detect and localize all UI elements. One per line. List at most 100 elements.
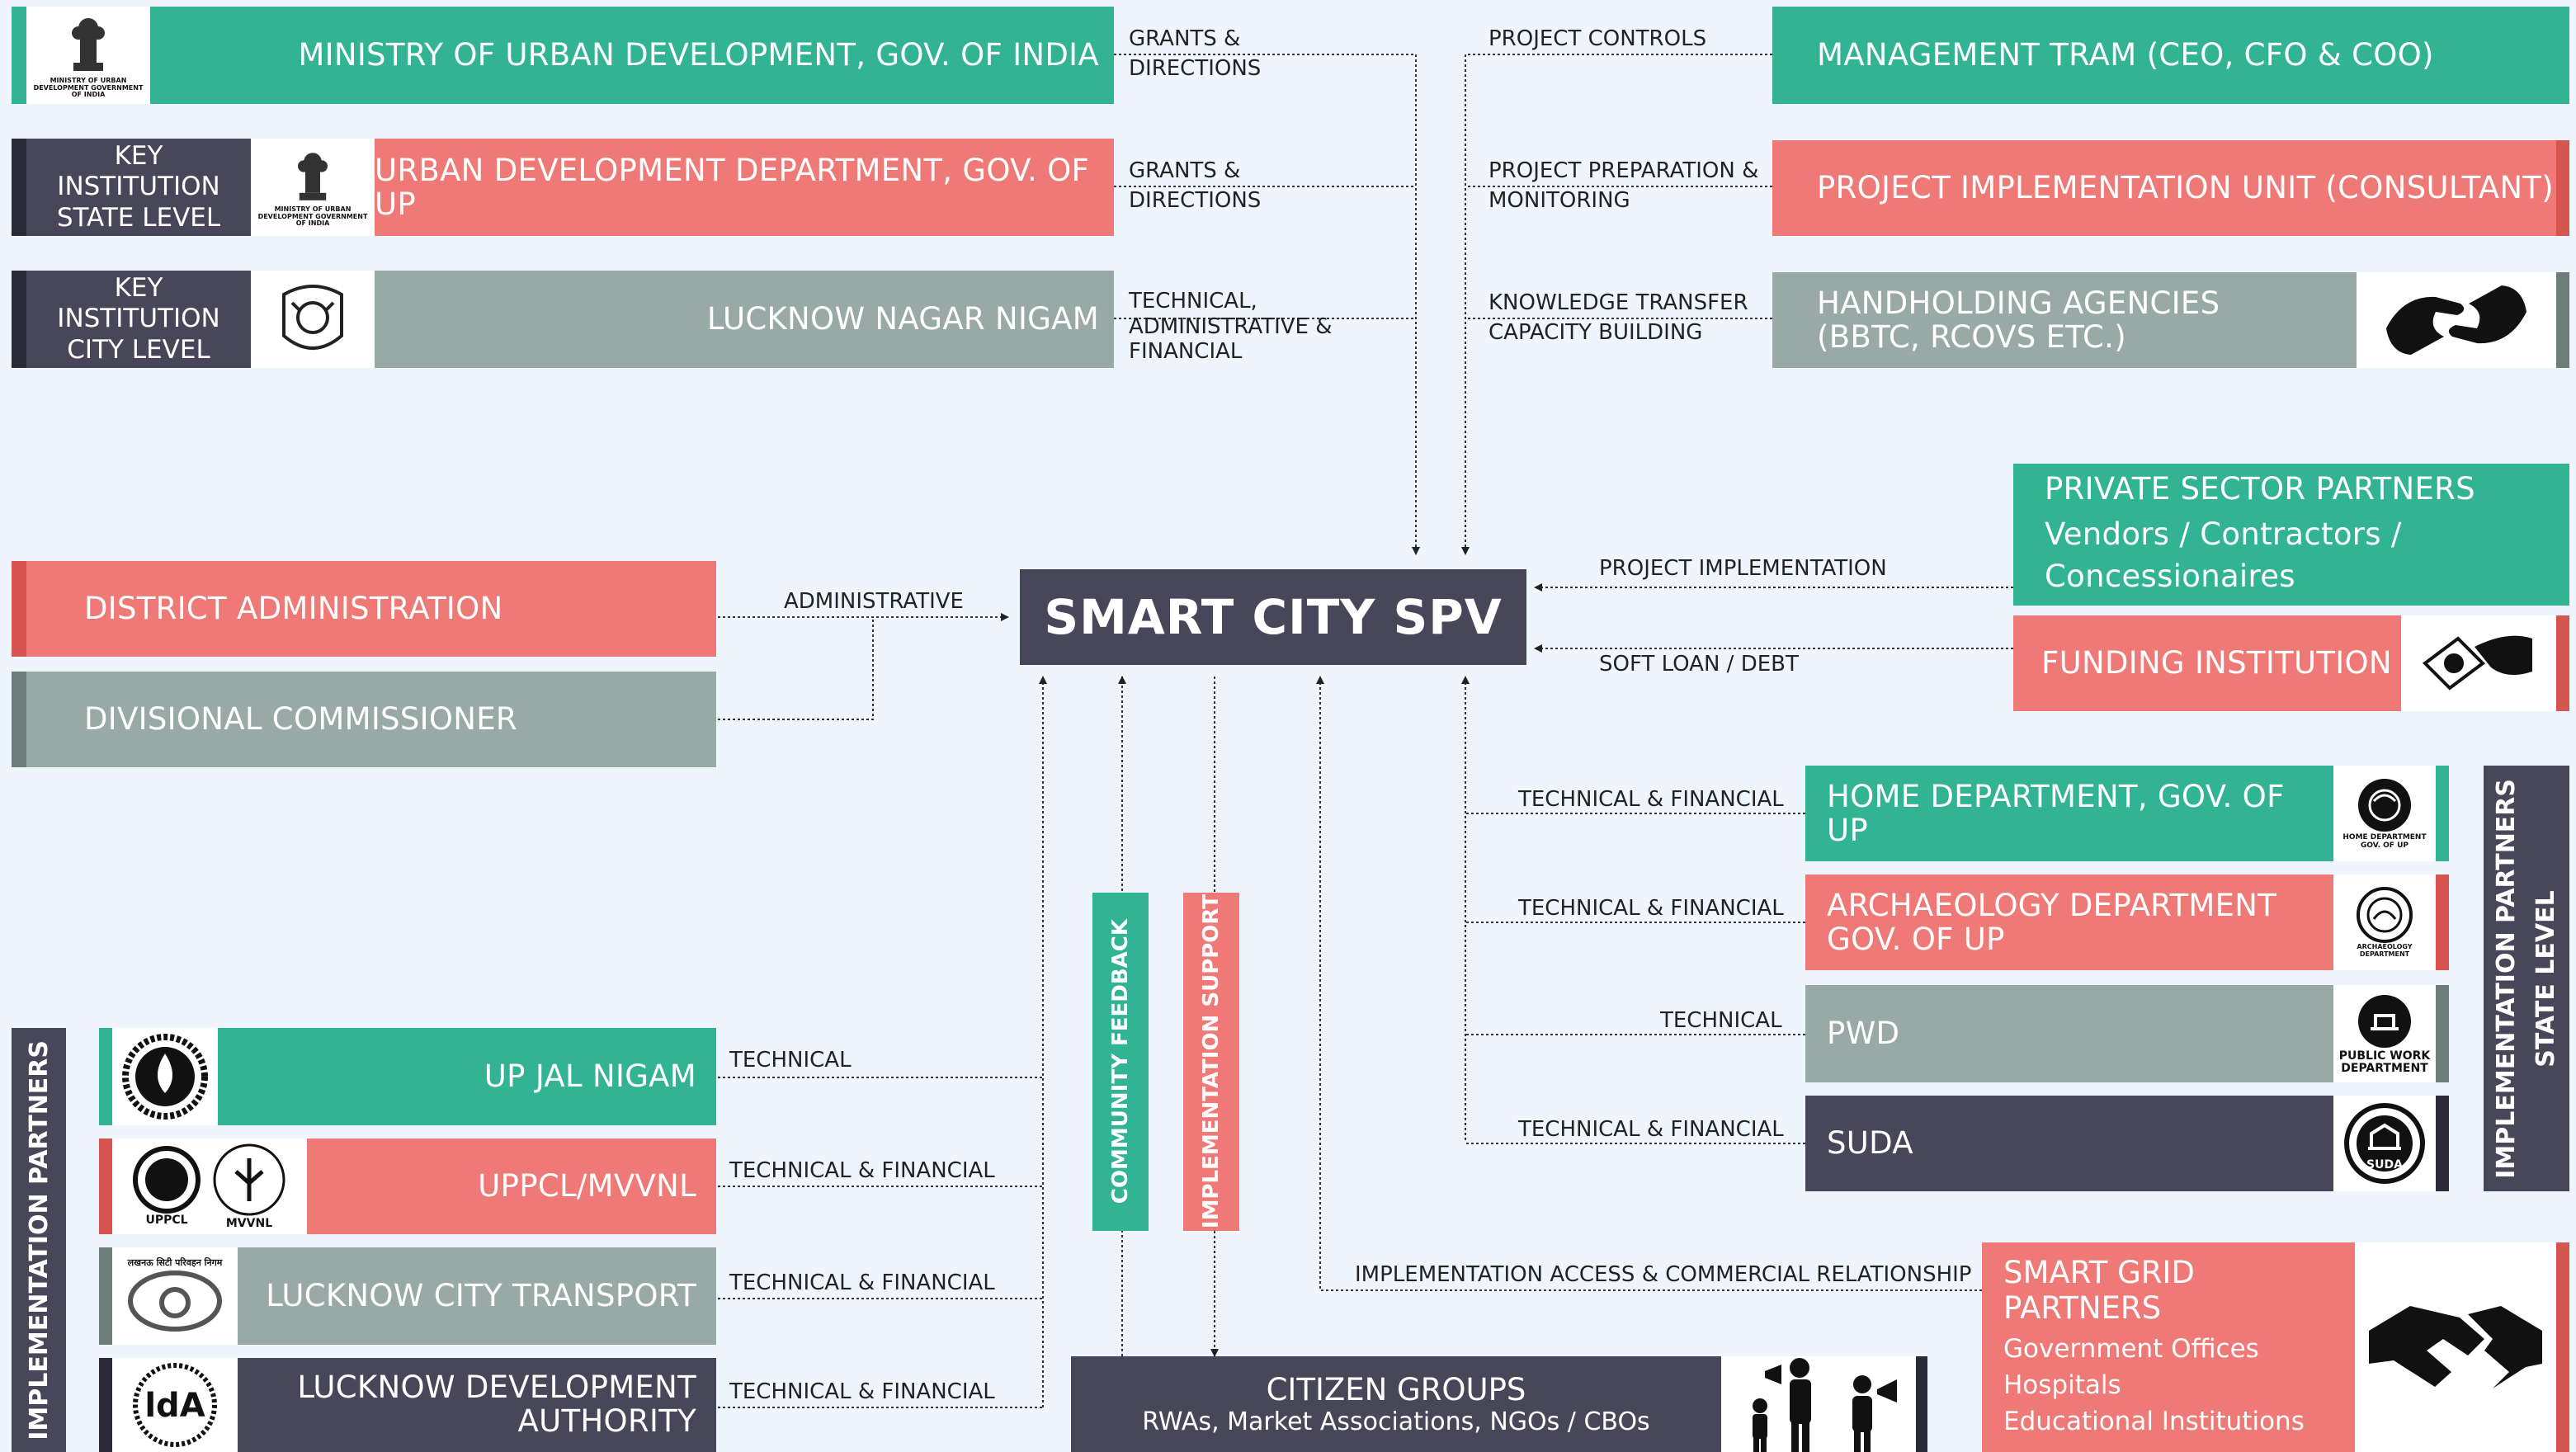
management-label: MANAGEMENT TRAM (CEO, CFO & COO) [1817, 37, 2434, 73]
line-ministry [1114, 54, 1420, 555]
ministry-emblem: MINISTRY OF URBAN DEVELOPMENT GOVERNMENT… [26, 7, 150, 104]
udd-emblem-caption: MINISTRY OF URBAN DEVELOPMENT GOVERNMENT… [257, 205, 368, 228]
jal-nigam-seal [112, 1028, 218, 1125]
grants-label-1: GRANTS & DIRECTIONS [1129, 26, 1262, 81]
piu-label: PROJECT IMPLEMENTATION UNIT (CONSULTANT) [1817, 170, 2554, 206]
india-emblem-icon [298, 152, 328, 200]
home-dept-box[interactable]: HOME DEPARTMENT, GOV. OF UP [1805, 766, 2333, 861]
handshake-icon [2369, 1306, 2542, 1388]
home-dept-caption: HOME DEPARTMENT GOV. OF UP [2342, 833, 2427, 850]
suda-seal: SUDA [2333, 1096, 2436, 1191]
ministry-emblem-caption: MINISTRY OF URBAN DEVELOPMENT GOVERNMENT… [33, 76, 144, 99]
udd-label: URBAN DEVELOPMENT DEPARTMENT, GOV. OF UP [375, 152, 1090, 222]
uppcl-box[interactable]: UPPCL/MVVNL [307, 1138, 716, 1234]
suda-box[interactable]: SUDA [1805, 1096, 2333, 1191]
citizen-accent [1916, 1356, 1927, 1452]
uppcl-label: UPPCL/MVVNL [478, 1168, 696, 1204]
handholding-box[interactable]: HANDHOLDING AGENCIES (BBTC, RCOVS ETC.) [1772, 272, 2357, 368]
archaeology-accent [2436, 874, 2449, 970]
district-admin-box[interactable]: DISTRICT ADMINISTRATION [12, 561, 716, 657]
home-dept-accent [2436, 766, 2449, 861]
smart-grid-accent [2556, 1242, 2569, 1452]
mvvnl-seal-icon [213, 1143, 285, 1216]
jal-t-label: TECHNICAL [729, 1048, 852, 1072]
uppcl-accent [99, 1138, 112, 1234]
state-partners-side-box: IMPLEMENTATION PARTNERS STATE LEVEL [2484, 766, 2569, 1191]
suda-label: SUDA [1827, 1125, 1913, 1162]
pwd-box[interactable]: PWD [1805, 985, 2333, 1082]
smart-city-spv-title: SMART CITY SPV [1044, 589, 1503, 645]
handholding-icon-box [2357, 272, 2556, 368]
pwd-accent [2436, 985, 2449, 1082]
funding-institution-label: FUNDING INSTITUTION [2041, 645, 2392, 681]
pwd-caption: PUBLIC WORK DEPARTMENT [2338, 1049, 2431, 1075]
ministry-box[interactable]: MINISTRY OF URBAN DEVELOPMENT, GOV. OF I… [150, 7, 1114, 104]
arch-tf-label: TECHNICAL & FINANCIAL [1518, 896, 1784, 921]
state-level-badge: KEY INSTITUTION STATE LEVEL [26, 139, 251, 236]
smart-grid-item-1: Government Offices [2003, 1333, 2259, 1364]
archaeology-caption: ARCHAEOLOGY DEPARTMENT [2357, 943, 2413, 958]
smart-grid-item-3: Educational Institutions [2003, 1407, 2305, 1436]
management-accent [2556, 7, 2569, 104]
city-badge-accent [12, 271, 26, 368]
lda-accent [99, 1358, 112, 1452]
private-sector-title: PRIVATE SECTOR PARTNERS [2045, 471, 2475, 507]
lucknow-seal-icon [282, 285, 343, 350]
nagar-nigam-label: LUCKNOW NAGAR NIGAM [706, 301, 1099, 337]
technical-admin-label: TECHNICAL, ADMINISTRATIVE & FINANCIAL [1129, 289, 1333, 365]
community-feedback-bar[interactable]: COMMUNITY FEEDBACK [1092, 893, 1149, 1231]
smart-grid-title: SMART GRID PARTNERS [2003, 1254, 2195, 1326]
divisional-commissioner-box[interactable]: DIVISIONAL COMMISSIONER [12, 672, 716, 767]
jal-nigam-box[interactable]: UP JAL NIGAM [218, 1028, 716, 1125]
suda-tf-label: TECHNICAL & FINANCIAL [1518, 1117, 1784, 1142]
line-management [1461, 54, 1772, 555]
transport-box[interactable]: LUCKNOW CITY TRANSPORT [238, 1247, 716, 1345]
citizen-icon-box [1721, 1356, 1916, 1452]
smart-city-spv[interactable]: SMART CITY SPV [1020, 569, 1526, 665]
mvvnl-logo-text: MVVNL [225, 1217, 273, 1231]
pwd-t-label: TECHNICAL [1660, 1008, 1782, 1033]
smart-grid-item-2: Hospitals [2003, 1370, 2121, 1400]
water-drop-seal-icon [122, 1034, 208, 1120]
city-level-badge: KEY INSTITUTION CITY LEVEL [26, 271, 251, 368]
lda-label: LUCKNOW DEVELOPMENT AUTHORITY [297, 1370, 696, 1439]
management-box[interactable]: MANAGEMENT TRAM (CEO, CFO & COO) [1772, 7, 2556, 104]
smart-grid-box[interactable]: SMART GRID PARTNERS Government Offices H… [1982, 1242, 2355, 1452]
lda-box[interactable]: LUCKNOW DEVELOPMENT AUTHORITY [238, 1358, 716, 1452]
line-access [1316, 676, 1982, 1291]
implementation-support-label: IMPLEMENTATION SUPPORT [1199, 894, 1224, 1229]
lda-seal-text: ldA [144, 1387, 205, 1425]
soft-loan-label: SOFT LOAN / DEBT [1599, 652, 1799, 676]
lda-tf-label: TECHNICAL & FINANCIAL [729, 1379, 995, 1404]
archaeology-label: ARCHAEOLOGY DEPARTMENT GOV. OF UP [1827, 887, 2277, 957]
smart-grid-icon-box [2355, 1242, 2556, 1452]
knowledge-transfer-label: KNOWLEDGE TRANSFER CAPACITY BUILDING [1489, 290, 1748, 345]
project-implementation-label: PROJECT IMPLEMENTATION [1599, 556, 1887, 581]
grants-label-2: GRANTS & DIRECTIONS [1129, 158, 1262, 213]
udd-box[interactable]: URBAN DEVELOPMENT DEPARTMENT, GOV. OF UP [375, 139, 1114, 236]
lda-seal: ldA [112, 1358, 238, 1452]
citizen-groups-box[interactable]: CITIZEN GROUPS RWAs, Market Associations… [1071, 1356, 1721, 1452]
uppcl-seal-icon [133, 1146, 201, 1214]
india-emblem-icon [72, 17, 105, 71]
uppcl-tf-label: TECHNICAL & FINANCIAL [729, 1158, 995, 1183]
home-tf-label: TECHNICAL & FINANCIAL [1518, 787, 1784, 812]
transport-accent [99, 1247, 112, 1345]
private-sector-box[interactable]: PRIVATE SECTOR PARTNERS Vendors / Contra… [2013, 464, 2556, 606]
implementation-support-bar[interactable]: IMPLEMENTATION SUPPORT [1183, 893, 1239, 1231]
funding-institution-box[interactable]: FUNDING INSTITUTION [2013, 615, 2401, 711]
pwd-label: PWD [1827, 1016, 1900, 1052]
piu-box[interactable]: PROJECT IMPLEMENTATION UNIT (CONSULTANT) [1772, 140, 2556, 236]
project-preparation-label: PROJECT PREPARATION & MONITORING [1489, 158, 1759, 213]
nagar-nigam-box[interactable]: LUCKNOW NAGAR NIGAM [375, 271, 1114, 368]
city-partners-side-box: IMPLEMENTATION PARTNERS [12, 1028, 66, 1452]
divisional-commissioner-label: DIVISIONAL COMMISSIONER [84, 701, 517, 738]
private-sector-sub: Vendors / Contractors / Concessionaires [2045, 516, 2402, 594]
private-sector-accent [2556, 464, 2569, 606]
archaeology-box[interactable]: ARCHAEOLOGY DEPARTMENT GOV. OF UP [1805, 874, 2333, 970]
citizen-groups-title: CITIZEN GROUPS [1266, 1372, 1526, 1407]
pwd-seal-icon [2358, 994, 2411, 1048]
handholding-label: HANDHOLDING AGENCIES (BBTC, RCOVS ETC.) [1817, 285, 2220, 355]
jal-nigam-label: UP JAL NIGAM [484, 1058, 696, 1095]
state-partners-side-label: IMPLEMENTATION PARTNERS STATE LEVEL [2492, 778, 2560, 1179]
